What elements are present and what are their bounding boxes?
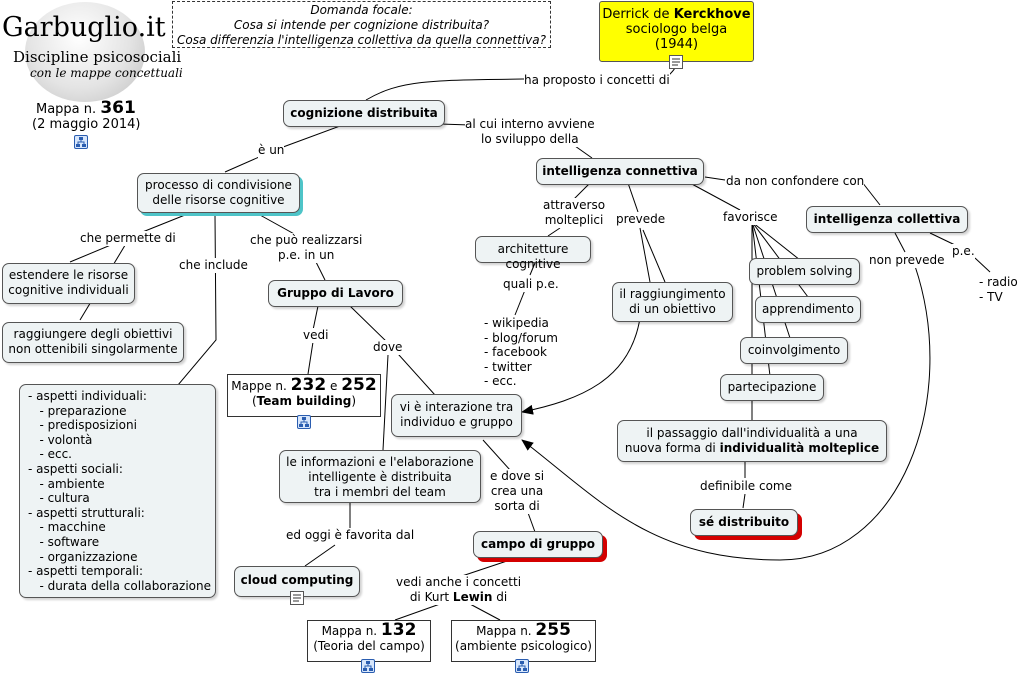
- raggiungere-node[interactable]: raggiungere degli obiettivi non ottenibi…: [2, 322, 184, 363]
- problem-solving-node[interactable]: problem solving: [749, 258, 860, 285]
- aspetti-list: - aspetti individuali: - preparazione - …: [28, 389, 211, 593]
- campo-di-gruppo-node[interactable]: campo di gruppo: [473, 531, 603, 558]
- passaggio-node[interactable]: il passaggio dall'individualità a una nu…: [617, 420, 887, 462]
- estendere-node[interactable]: estendere le risorse cognitive individua…: [2, 263, 135, 304]
- obiettivo-node[interactable]: il raggiungimento di un obiettivo: [612, 282, 733, 322]
- media-list: - radio - TV: [979, 275, 1018, 304]
- note-icon[interactable]: [669, 55, 683, 69]
- logo-title: Garbuglio.it: [2, 12, 166, 43]
- se-distribuito-node[interactable]: sé distribuito: [690, 509, 798, 536]
- cognizione-distribuita-node[interactable]: cognizione distribuita: [283, 100, 445, 127]
- note-icon[interactable]: [290, 591, 304, 605]
- interazione-node[interactable]: vi è interazione tra individuo e gruppo: [391, 394, 522, 437]
- logo-subtitle: Discipline psicosociali: [13, 48, 182, 66]
- label-che-include: che include: [179, 258, 248, 273]
- label-dove: dove: [373, 340, 403, 355]
- partecipazione-node[interactable]: partecipazione: [720, 374, 824, 401]
- map-number: Mappa n. 361: [36, 98, 136, 118]
- map-date: (2 maggio 2014): [32, 117, 141, 132]
- label-al-cui-interno: al cui interno avviene lo sviluppo della: [465, 117, 595, 147]
- label-definibile: definibile come: [700, 479, 792, 494]
- map-link-icon[interactable]: [361, 659, 375, 673]
- label-favorisce: favorisce: [723, 210, 778, 225]
- logo-circle: [25, 2, 145, 102]
- processo-node[interactable]: processo di condivisione delle risorse c…: [137, 173, 300, 213]
- label-quali: quali p.e.: [503, 277, 559, 292]
- label-prevede: prevede: [616, 212, 666, 227]
- label-non-prevede: non prevede: [869, 253, 945, 268]
- map-link-icon[interactable]: [74, 135, 88, 149]
- coinvolgimento-node[interactable]: coinvolgimento: [740, 337, 848, 364]
- map-link-icon[interactable]: [297, 415, 311, 429]
- mappa-132-node[interactable]: Mappa n. 132 (Teoria del campo): [307, 620, 431, 662]
- label-e-un: è un: [258, 143, 285, 158]
- informazioni-node[interactable]: le informazioni e l'elaborazione intelli…: [279, 450, 481, 503]
- label-attraverso: attraverso molteplici: [543, 198, 606, 228]
- focal-question: Domanda focale: Cosa si intende per cogn…: [172, 1, 551, 48]
- apprendimento-node[interactable]: apprendimento: [755, 296, 861, 323]
- label-vedi-anche: vedi anche i concetti di Kurt Lewin di: [396, 575, 522, 605]
- intelligenza-connettiva-node[interactable]: intelligenza connettiva: [536, 158, 704, 185]
- label-ha-proposto: ha proposto i concetti di: [524, 73, 670, 88]
- team-building-node[interactable]: Mappe n. 232 e 252 (Team building): [227, 374, 381, 417]
- label-oggi: ed oggi è favorita dal: [286, 528, 415, 543]
- gruppo-di-lavoro-node[interactable]: Gruppo di Lavoro: [268, 280, 403, 307]
- map-link-icon[interactable]: [515, 659, 529, 673]
- intelligenza-collettiva-node[interactable]: intelligenza collettiva: [806, 206, 968, 233]
- esempi-list: - wikipedia - blog/forum - facebook - tw…: [484, 316, 558, 389]
- label-che-permette: che permette di: [80, 231, 176, 246]
- label-vedi: vedi: [303, 328, 329, 343]
- mappa-255-node[interactable]: Mappa n. 255 (ambiente psicologico): [451, 620, 596, 662]
- logo-tagline: con le mappe concettuali: [30, 66, 183, 80]
- label-pe: p.e.: [952, 244, 975, 259]
- kerckhove-node[interactable]: Derrick de Kerckhove sociologo belga (19…: [599, 1, 754, 62]
- label-da-non-confondere: da non confondere con: [726, 174, 865, 189]
- aspetti-node[interactable]: - aspetti individuali: - preparazione - …: [19, 384, 216, 598]
- label-che-puo: che può realizzarsi p.e. in un: [250, 233, 363, 263]
- architetture-node[interactable]: architetture cognitive: [475, 236, 591, 271]
- label-e-dove: e dove si crea una sorta di: [490, 469, 545, 514]
